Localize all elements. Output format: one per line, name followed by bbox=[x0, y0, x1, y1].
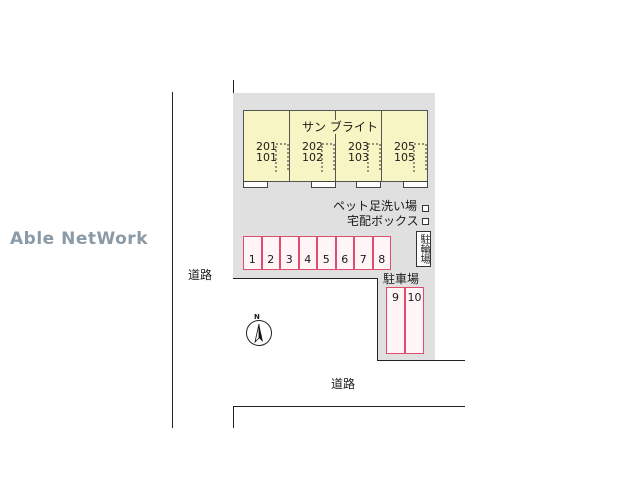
building-unit: 205 105 bbox=[381, 110, 428, 182]
parking-space: 9 bbox=[386, 287, 405, 354]
parking-space: 7 bbox=[354, 236, 373, 270]
compass-north-label: N bbox=[254, 313, 260, 321]
unit-upper: 201 bbox=[256, 140, 277, 153]
delivery-box-label: 宅配ボックス bbox=[347, 214, 419, 228]
road-label-west: 道路 bbox=[188, 268, 213, 282]
unit-lower: 103 bbox=[348, 151, 369, 164]
road-edge-corner bbox=[233, 406, 234, 428]
road-edge-west bbox=[172, 92, 173, 428]
parking-label: 駐車場 bbox=[383, 272, 420, 286]
parking-space: 6 bbox=[335, 236, 354, 270]
delivery-box-marker bbox=[422, 218, 429, 225]
parking-space: 3 bbox=[280, 236, 299, 270]
parking-space: 4 bbox=[298, 236, 317, 270]
parking-side: 9 10 bbox=[386, 287, 424, 354]
bicycle-parking-label: 駐輪場 bbox=[416, 231, 431, 267]
compass-icon bbox=[246, 320, 272, 346]
road-edge-south bbox=[233, 406, 465, 407]
site-edge-top bbox=[233, 80, 234, 94]
site-edge-inner-vertical bbox=[377, 278, 378, 360]
building-name: サン ブライト bbox=[302, 120, 378, 134]
pet-wash-label: ペット足洗い場 bbox=[333, 199, 418, 213]
parking-space: 2 bbox=[261, 236, 280, 270]
site-edge-inner bbox=[233, 278, 377, 279]
unit-lower: 101 bbox=[256, 151, 277, 164]
unit-upper: 203 bbox=[348, 140, 369, 153]
road-label-south: 道路 bbox=[331, 377, 356, 391]
site-edge-bottom bbox=[377, 360, 465, 361]
parking-row: 1 2 3 4 5 6 7 8 bbox=[243, 236, 391, 270]
parking-space: 8 bbox=[372, 236, 391, 270]
stair-markers bbox=[275, 143, 427, 172]
parking-space: 10 bbox=[405, 287, 424, 354]
entrance-step bbox=[311, 181, 336, 188]
entrance-step bbox=[403, 181, 428, 188]
compass-needle-icon bbox=[254, 323, 263, 344]
entrance-step bbox=[243, 181, 268, 188]
entrance-step bbox=[356, 181, 381, 188]
parking-space: 1 bbox=[243, 236, 262, 270]
unit-lower: 102 bbox=[302, 151, 323, 164]
parking-space: 5 bbox=[317, 236, 336, 270]
watermark: Able NetWork bbox=[10, 229, 148, 249]
pet-wash-marker bbox=[422, 205, 429, 212]
unit-lower: 105 bbox=[394, 151, 415, 164]
unit-upper: 202 bbox=[302, 140, 323, 153]
building-unit: 201 101 bbox=[243, 110, 290, 182]
unit-upper: 205 bbox=[394, 140, 415, 153]
